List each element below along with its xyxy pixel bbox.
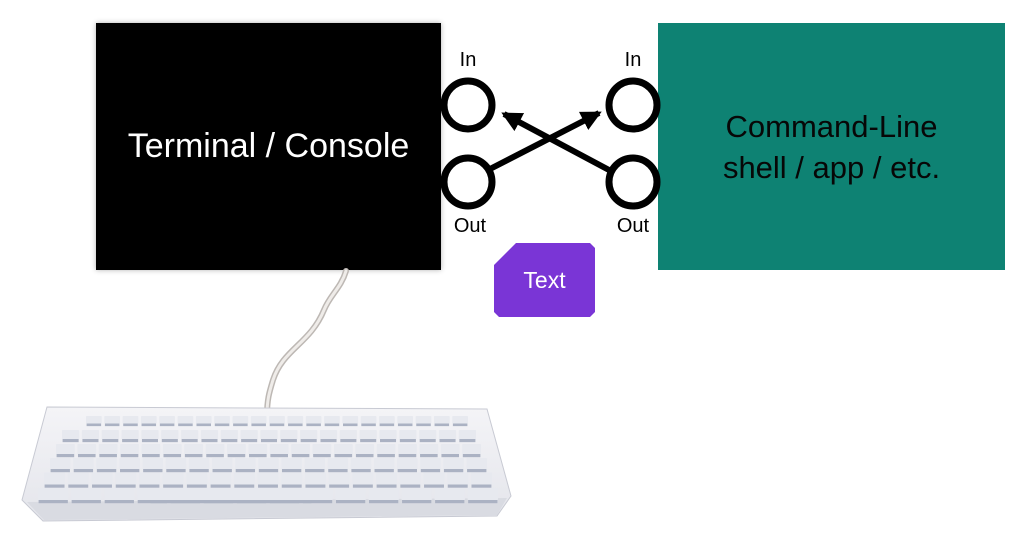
terminal-out-port — [440, 154, 496, 210]
shell-box: Command-Line shell / app / etc. — [658, 23, 1005, 270]
terminal-label: Terminal / Console — [127, 127, 410, 165]
keyboard-keys — [38, 416, 498, 504]
terminal-in-port — [440, 77, 496, 133]
text-badge: Text — [494, 243, 595, 317]
shell-in-port — [605, 77, 661, 133]
terminal-box: Terminal / Console — [96, 23, 441, 270]
shell-out-label: Out — [616, 215, 650, 237]
shell-label-line1: Command-Line — [725, 108, 938, 144]
keyboard-cable — [264, 268, 349, 419]
keyboard-illustration — [21, 406, 512, 522]
arrow-shell-out-to-terminal-in — [501, 111, 611, 173]
keyboard-front-bevel — [27, 498, 507, 520]
shell-label-line2: shell / app / etc. — [722, 149, 941, 185]
terminal-in-label: In — [459, 49, 477, 71]
shell-out-port — [605, 154, 661, 210]
arrow-terminal-out-to-shell-in — [488, 110, 602, 172]
terminal-out-label: Out — [453, 215, 487, 237]
shell-in-label: In — [624, 49, 642, 71]
text-badge-label: Text — [523, 266, 566, 293]
